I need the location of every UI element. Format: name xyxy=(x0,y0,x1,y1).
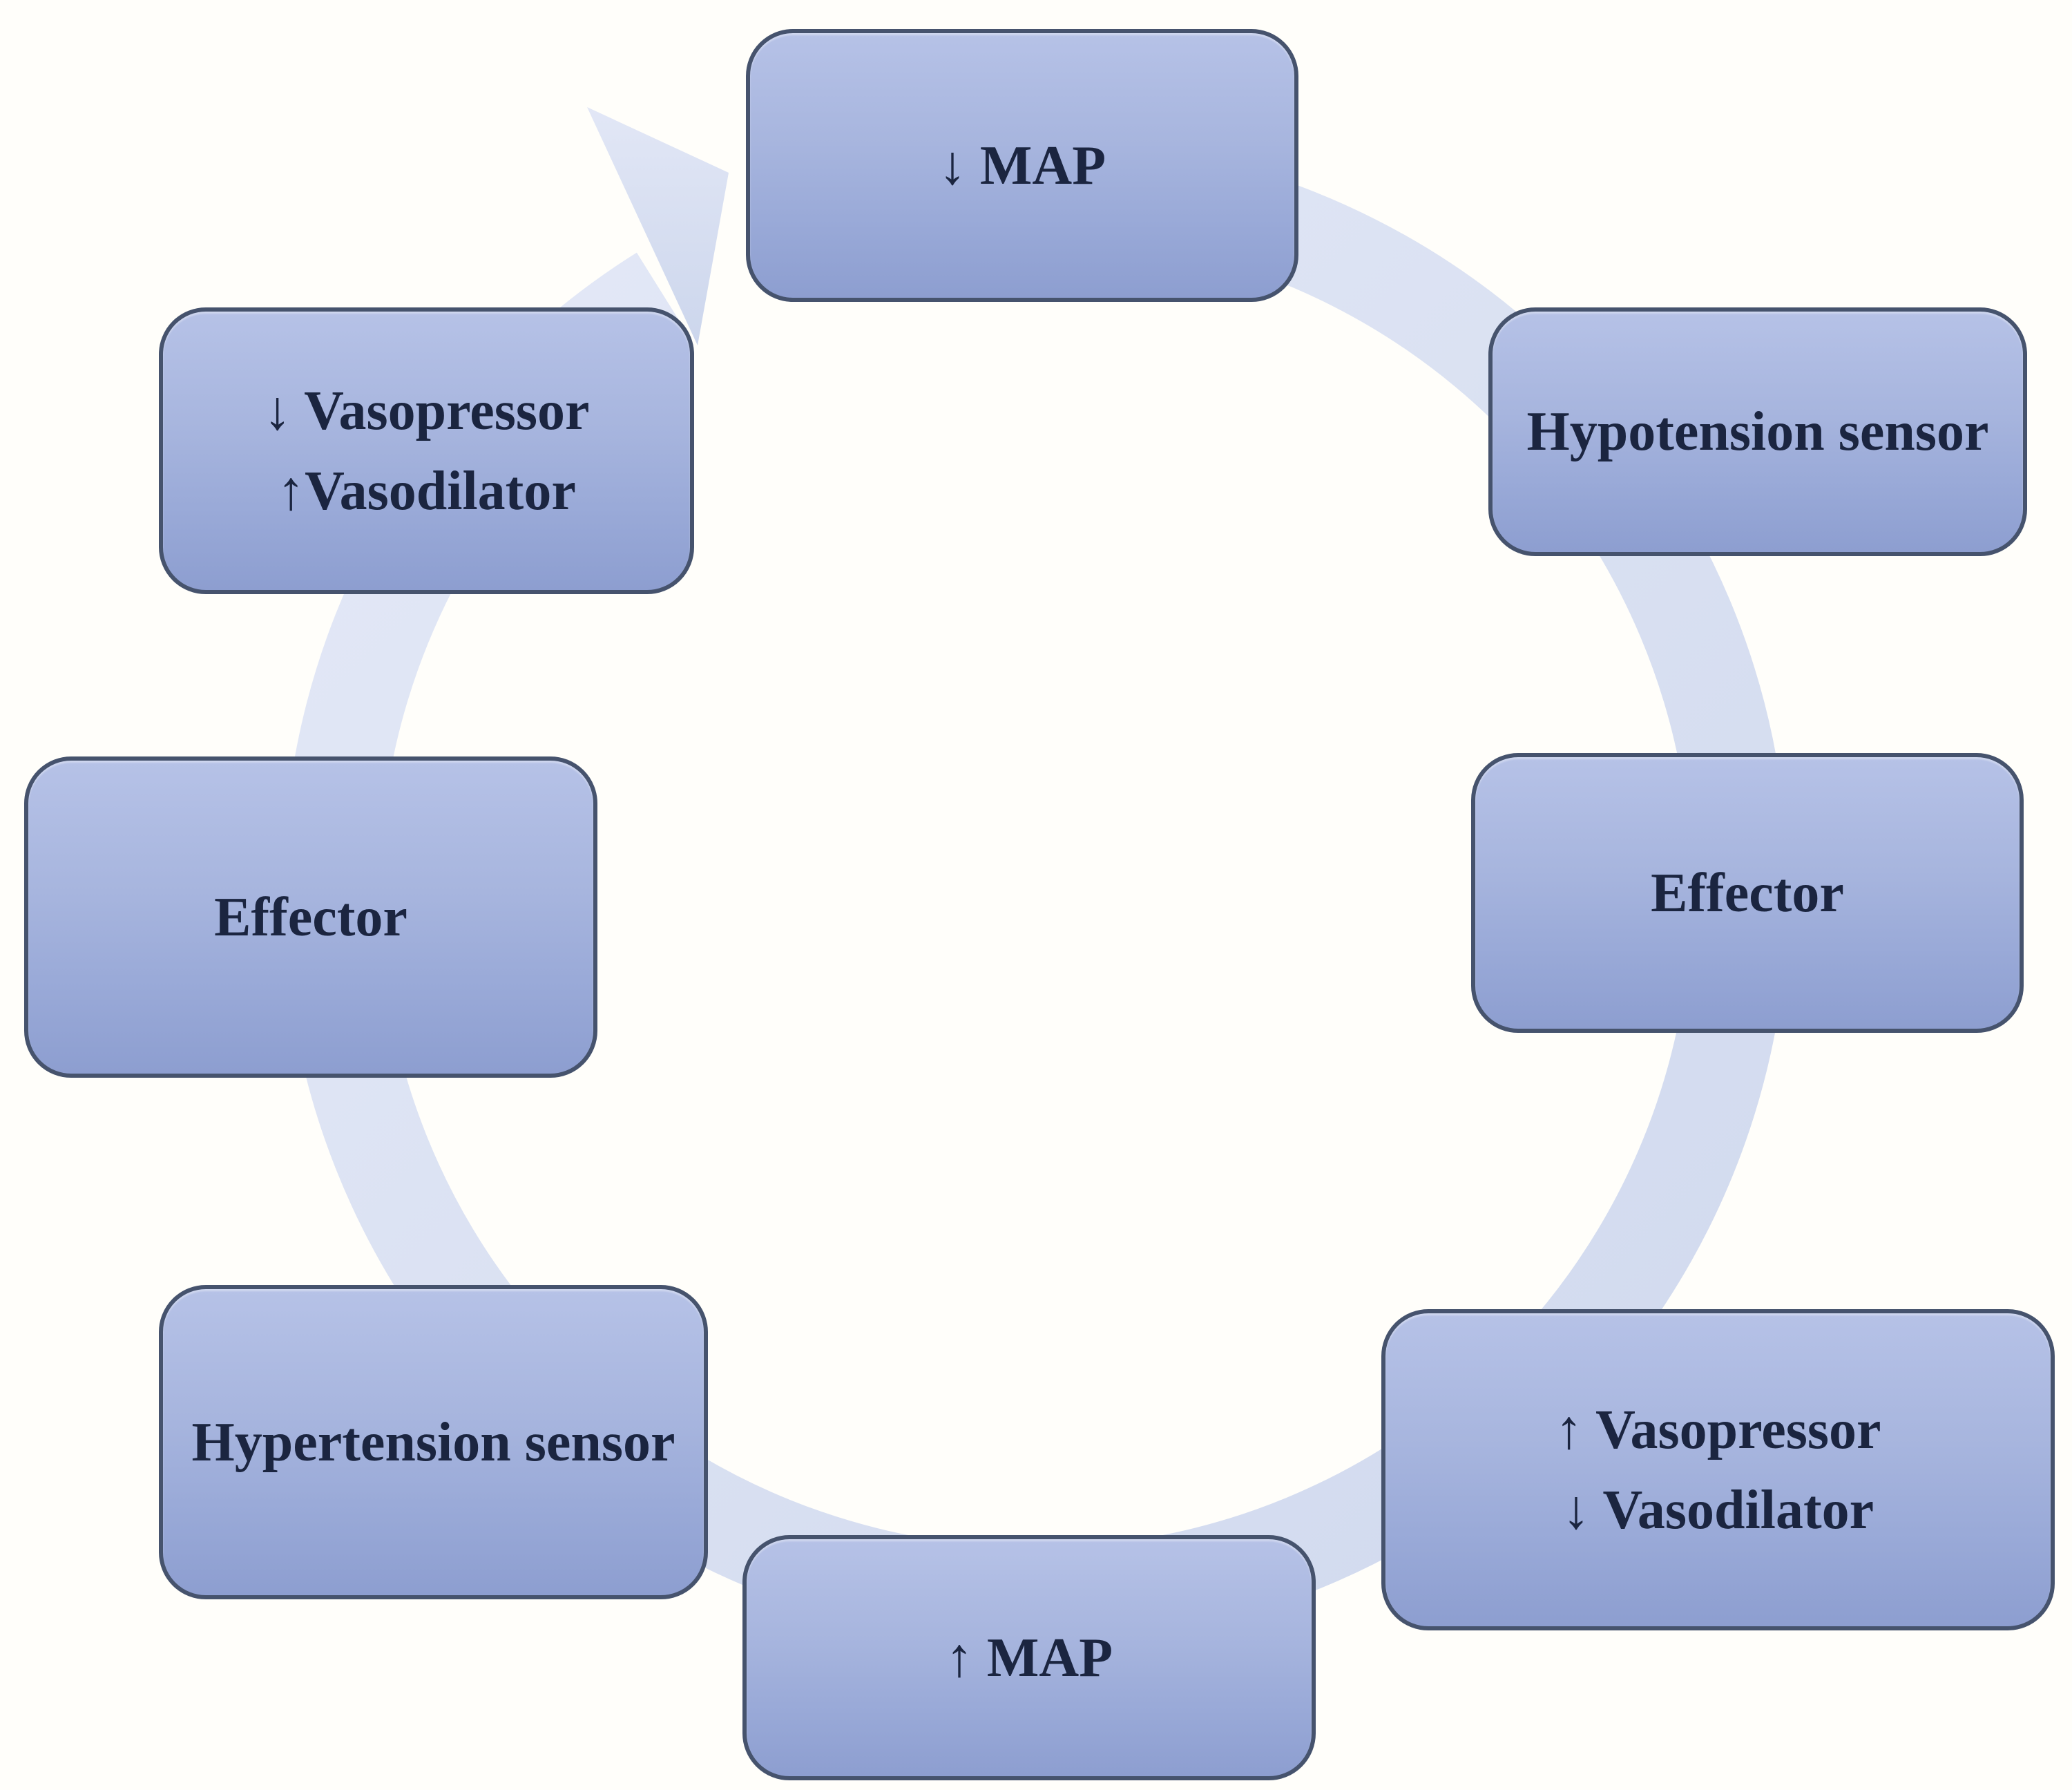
node-vasopressor-down-line2: ↑Vasodilator xyxy=(277,460,576,522)
node-vasopressor-up-line1: ↑ Vasopressor xyxy=(1555,1399,1881,1460)
node-vasopressor-up-line2: ↓ Vasodilator xyxy=(1562,1479,1874,1541)
node-hypertension-sensor: Hypertension sensor xyxy=(159,1285,708,1599)
node-vasopressor-up: ↑ Vasopressor ↓ Vasodilator xyxy=(1381,1309,2055,1630)
node-effector-right-label: Effector xyxy=(1651,862,1844,924)
node-vasopressor-down-line1: ↓ Vasopressor xyxy=(263,380,590,441)
node-map-down: ↓ MAP xyxy=(746,29,1298,302)
cycle-arrowhead-icon xyxy=(587,107,729,345)
node-hypotension-sensor: Hypotension sensor xyxy=(1488,307,2027,556)
node-vasopressor-down: ↓ Vasopressor ↑Vasodilator xyxy=(159,307,694,594)
node-effector-left-label: Effector xyxy=(214,886,407,948)
node-effector-left: Effector xyxy=(24,756,597,1078)
node-map-up: ↑ MAP xyxy=(742,1535,1316,1780)
node-hypotension-sensor-label: Hypotension sensor xyxy=(1526,401,1989,462)
node-hypertension-sensor-label: Hypertension sensor xyxy=(191,1411,675,1473)
node-effector-right: Effector xyxy=(1471,753,2024,1033)
node-map-down-label: ↓ MAP xyxy=(938,135,1106,196)
node-map-up-label: ↑ MAP xyxy=(945,1627,1113,1688)
